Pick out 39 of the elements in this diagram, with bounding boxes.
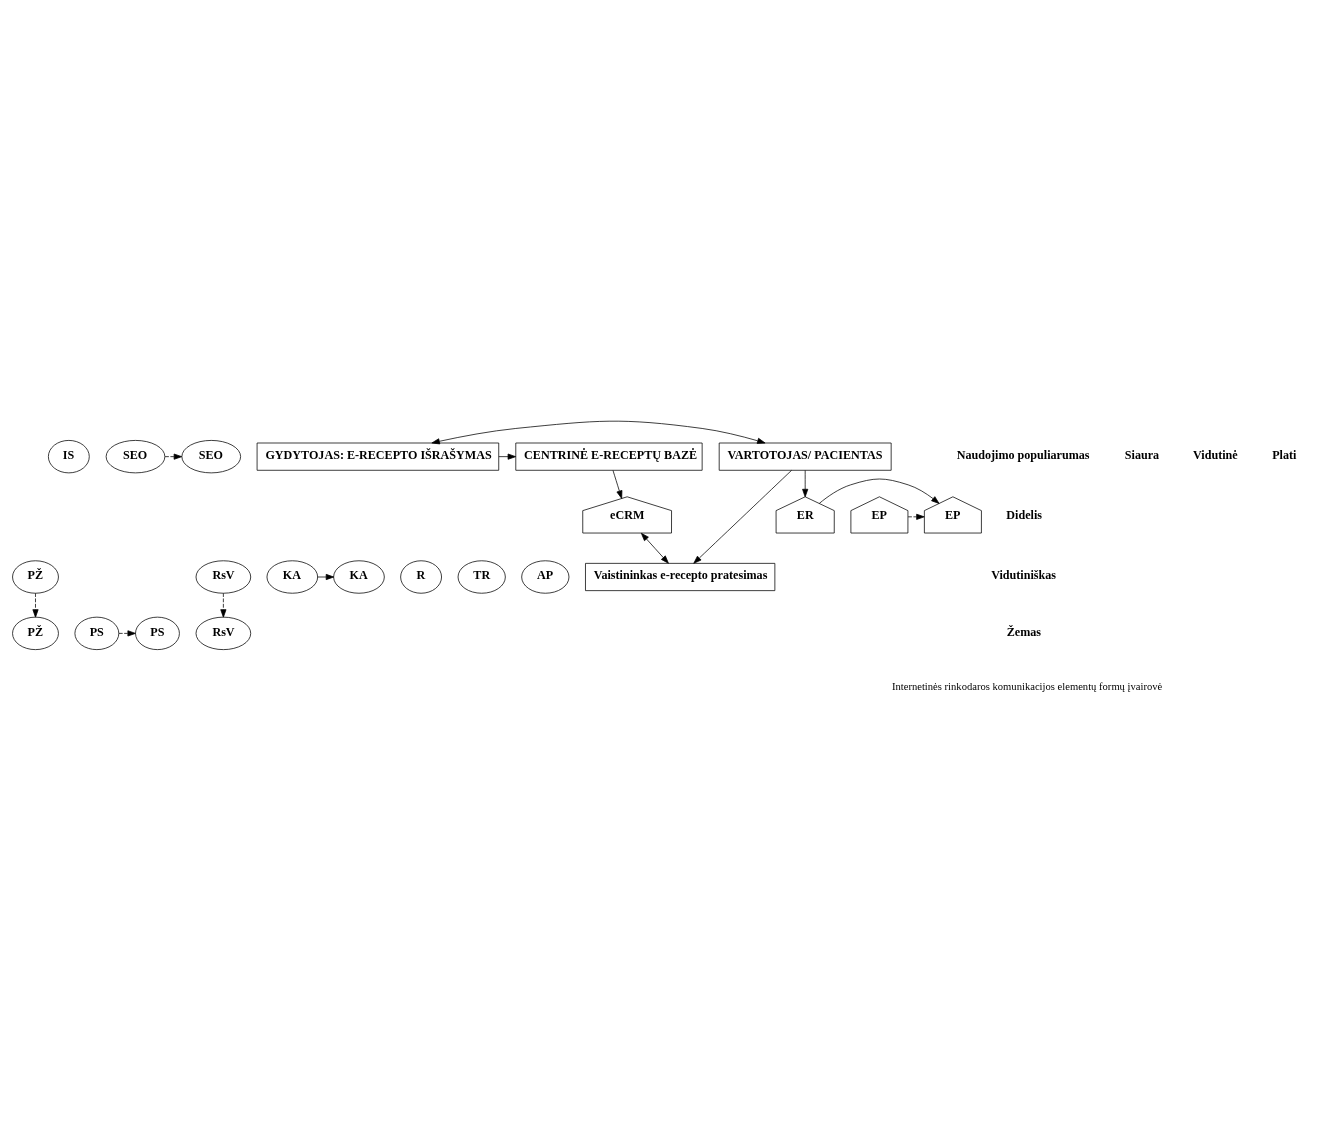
label: Vidutinė bbox=[1193, 447, 1238, 462]
arrow bbox=[818, 478, 940, 504]
node-ellipse: RsV bbox=[195, 616, 252, 650]
label: Naudojimo populiarumas bbox=[956, 447, 1090, 462]
node-ellipse: PS bbox=[74, 616, 120, 650]
node-box: VARTOTOJAS/ PACIENTAS bbox=[718, 442, 892, 471]
node-ellipse: KA bbox=[266, 560, 319, 594]
node-ellipse: SEO bbox=[181, 440, 241, 474]
arrow bbox=[907, 513, 925, 520]
node-box: GYDYTOJAS: E-RECEPTO IŠRAŠYMAS bbox=[256, 442, 500, 471]
arrow bbox=[164, 453, 183, 460]
label: Plati bbox=[1272, 447, 1297, 462]
node-ellipse: PS bbox=[135, 616, 180, 650]
label: Siaura bbox=[1124, 447, 1160, 462]
node-ellipse: RsV bbox=[195, 560, 252, 594]
node-ellipse: TR bbox=[457, 560, 506, 594]
node-ellipse: IS bbox=[48, 440, 90, 474]
node-ellipse: AP bbox=[521, 560, 570, 594]
arrow bbox=[640, 532, 669, 564]
node-ellipse: KA bbox=[333, 560, 385, 594]
node-ellipse: PŽ bbox=[12, 560, 59, 594]
arrow bbox=[693, 469, 792, 564]
arrow bbox=[612, 470, 623, 499]
arrow bbox=[118, 630, 136, 637]
arrow bbox=[431, 420, 766, 445]
label: Vidutiniškas bbox=[991, 568, 1056, 583]
label: Internetinės rinkodaros komunikacijos elementų formų įvairovė bbox=[891, 681, 1163, 693]
label: Žemas bbox=[1006, 624, 1041, 639]
node-box: Vaistininkas e-recepto pratesimas bbox=[585, 563, 776, 591]
arrow bbox=[220, 592, 227, 618]
arrow bbox=[317, 573, 335, 581]
node-ellipse: R bbox=[400, 560, 442, 594]
arrow bbox=[498, 453, 516, 460]
node-ellipse: PŽ bbox=[12, 616, 59, 650]
label: Didelis bbox=[1006, 507, 1042, 522]
node-ellipse: SEO bbox=[105, 440, 166, 474]
node-box: CENTRINĖ E-RECEPTŲ BAZĖ bbox=[515, 442, 703, 471]
arrow bbox=[32, 592, 39, 618]
arrow bbox=[802, 470, 809, 498]
